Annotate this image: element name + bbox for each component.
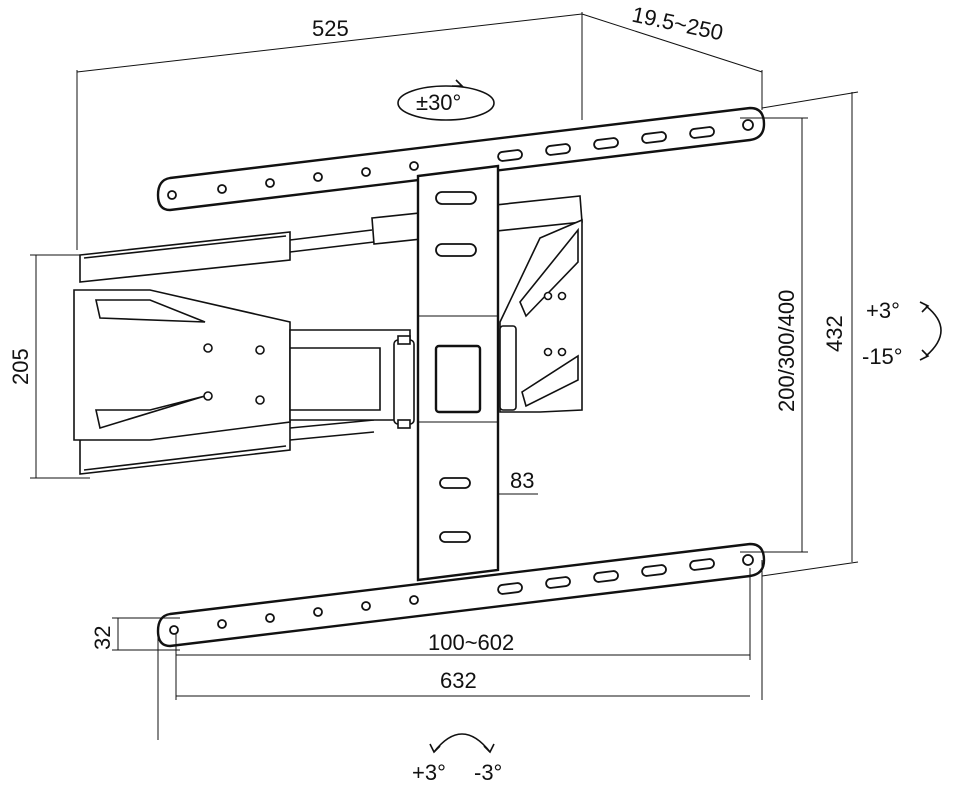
tilt-arrow [919, 301, 942, 361]
label-depth: 19.5~250 [630, 2, 726, 46]
arm-assembly [73, 195, 583, 475]
label-vesa-vertical: 200/300/400 [774, 290, 799, 412]
label-level-plus: +3° [412, 760, 446, 785]
swivel-arrow [397, 79, 495, 121]
label-rail-height: 32 [90, 626, 115, 650]
level-arrow [429, 733, 495, 754]
top-rail [156, 106, 766, 212]
label-rail-width: 632 [440, 668, 477, 693]
label-bracket-width: 83 [510, 468, 534, 493]
center-bracket [416, 164, 500, 582]
label-vesa-horizontal: 100~602 [428, 630, 514, 655]
dimension-lines [30, 12, 859, 740]
label-width-top: 525 [312, 16, 349, 41]
label-swivel: ±30° [416, 90, 461, 115]
label-height-total: 432 [822, 315, 847, 352]
bottom-rail [156, 542, 766, 648]
label-height-arm: 205 [8, 348, 33, 385]
label-tilt-down: -15° [862, 344, 903, 369]
label-level-minus: -3° [474, 760, 502, 785]
label-tilt-up: +3° [866, 298, 900, 323]
